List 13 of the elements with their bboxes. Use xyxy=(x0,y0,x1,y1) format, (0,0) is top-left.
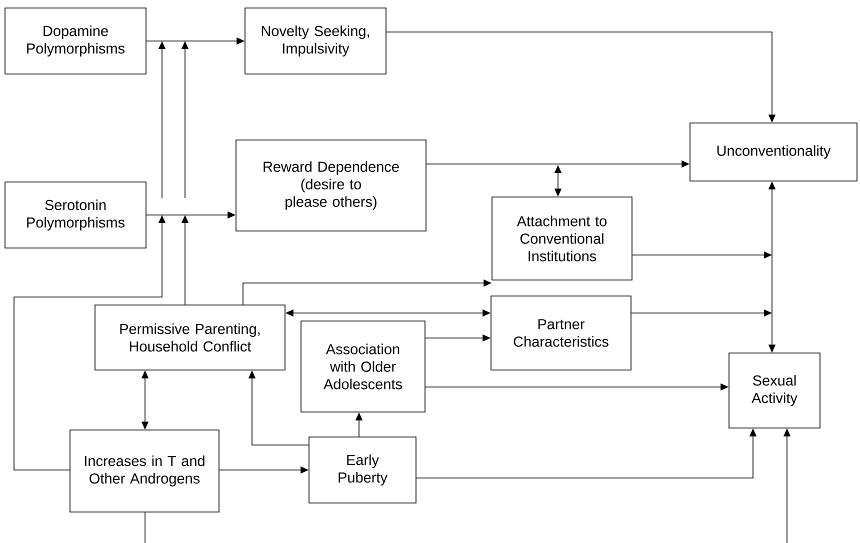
concept-box: Increases in T and Other Androgens xyxy=(70,430,220,512)
concept-box: Permissive Parenting, Household Conflict xyxy=(94,304,286,370)
concept-box: Early Puberty xyxy=(308,436,416,504)
concept-box: Unconventionality xyxy=(690,122,858,182)
connector-line xyxy=(144,512,146,543)
concept-box: Sexual Activity xyxy=(728,352,820,428)
concept-box: Partner Characteristics xyxy=(490,296,632,370)
concept-box: Attachment to Conventional Institutions xyxy=(492,196,632,280)
concept-box: Association with Older Adolescents xyxy=(300,320,426,412)
concept-box: Serotonin Polymorphisms xyxy=(4,182,146,248)
concept-box: Novelty Seeking, Impulsivity xyxy=(244,8,386,74)
concept-box: Reward Dependence (desire to please others) xyxy=(236,140,426,232)
concept-box: Dopamine Polymorphisms xyxy=(4,8,146,74)
